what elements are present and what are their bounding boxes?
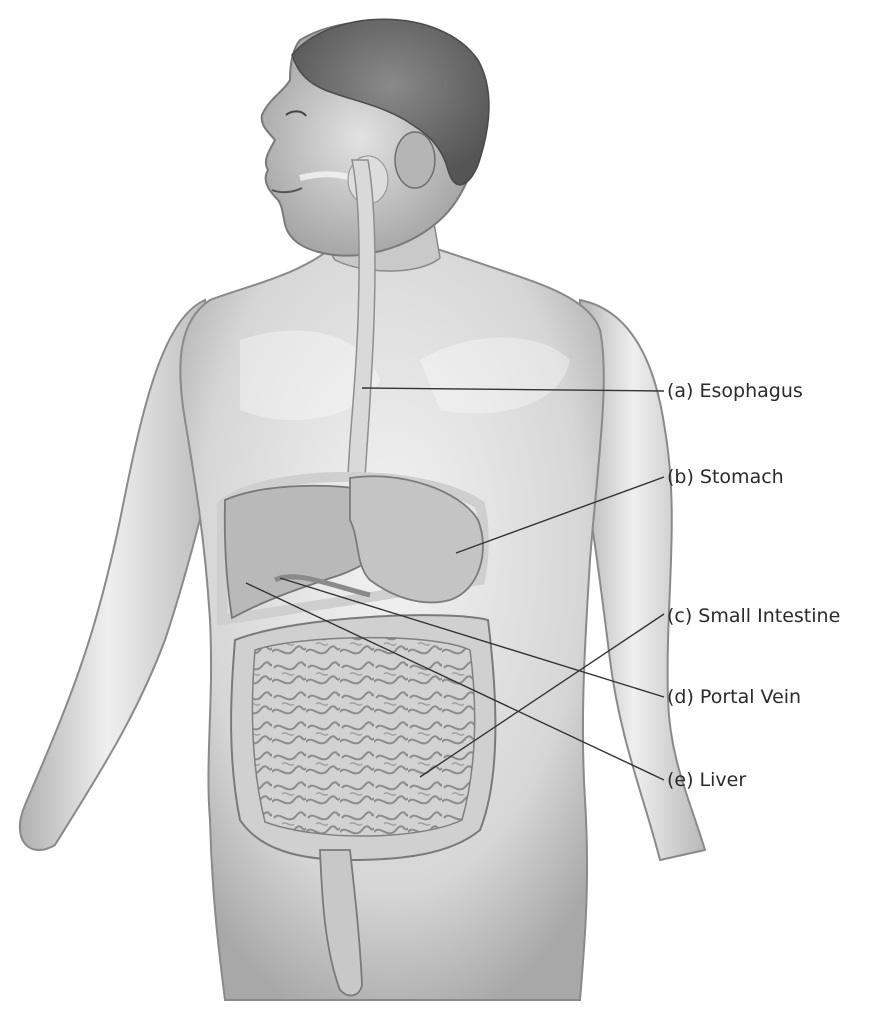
label-stomach: (b) Stomach xyxy=(667,465,784,489)
label-liver: (e) Liver xyxy=(667,768,746,792)
label-small-intestine: (c) Small Intestine xyxy=(667,604,840,628)
label-portal-vein: (d) Portal Vein xyxy=(667,685,801,709)
label-esophagus: (a) Esophagus xyxy=(667,379,803,403)
small-intestine xyxy=(252,638,474,836)
head xyxy=(262,19,489,255)
